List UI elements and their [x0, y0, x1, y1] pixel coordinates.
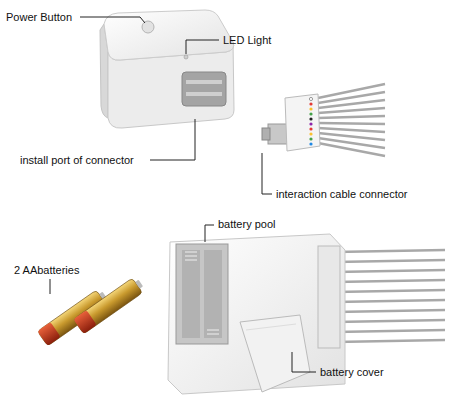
part-label: battery cover: [320, 366, 384, 379]
part-label: Power Button: [6, 11, 72, 24]
part-label: 2 AAbatteries: [14, 264, 79, 277]
part-label: battery pool: [218, 218, 275, 231]
part-label: LED Light: [223, 34, 271, 47]
aa-batteries: [37, 276, 146, 346]
device-open-view: [168, 234, 445, 394]
part-label: install port of connector: [20, 154, 134, 167]
cable-connector: [262, 84, 385, 156]
part-label: interaction cable connector: [276, 188, 407, 201]
device-top-view: [100, 10, 234, 128]
